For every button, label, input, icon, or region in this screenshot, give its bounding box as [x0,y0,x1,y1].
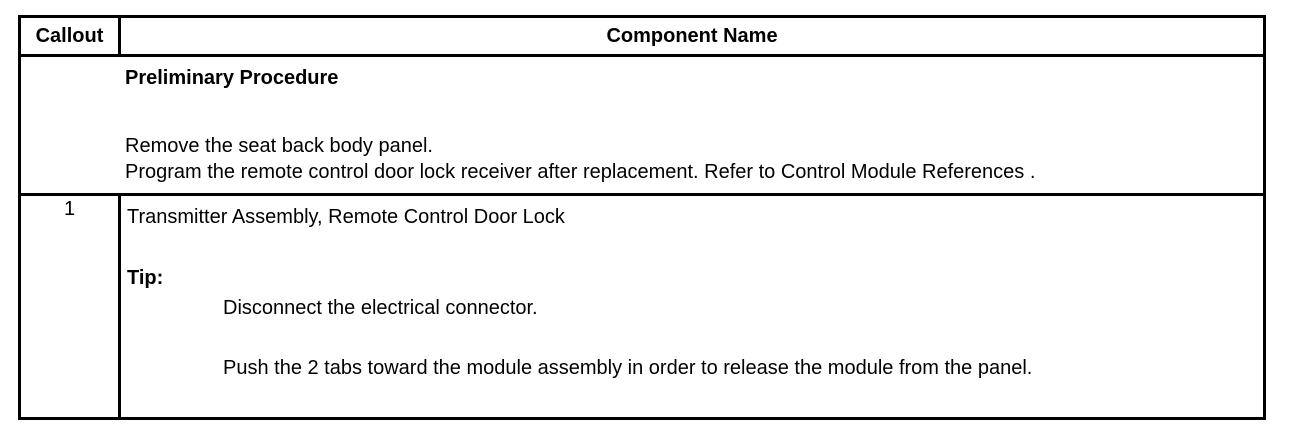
component-row: 1 Transmitter Assembly, Remote Control D… [18,193,1266,420]
preliminary-step-remove-panel: Remove the seat back body panel. [125,135,433,157]
preliminary-procedure-cell: Preliminary Procedure Remove the seat ba… [18,54,1266,196]
tip-step-push-tabs: Push the 2 tabs toward the module assemb… [223,357,1033,379]
preliminary-procedure-row: Preliminary Procedure Remove the seat ba… [18,54,1266,196]
callout-column-header: Callout [18,15,121,57]
tip-label: Tip: [127,267,164,289]
preliminary-procedure-heading: Preliminary Procedure [125,67,339,89]
component-name-value: Transmitter Assembly, Remote Control Doo… [127,206,565,228]
callout-number: 1 [18,193,121,420]
table-header-row: Callout Component Name [18,15,1266,57]
preliminary-step-program-receiver: Program the remote control door lock rec… [125,161,1036,183]
component-name-column-header: Component Name [118,15,1266,57]
tip-step-disconnect-connector: Disconnect the electrical connector. [223,297,538,319]
component-callout-table: Callout Component Name Preliminary Proce… [18,15,1266,420]
component-description-cell: Transmitter Assembly, Remote Control Doo… [118,193,1266,420]
